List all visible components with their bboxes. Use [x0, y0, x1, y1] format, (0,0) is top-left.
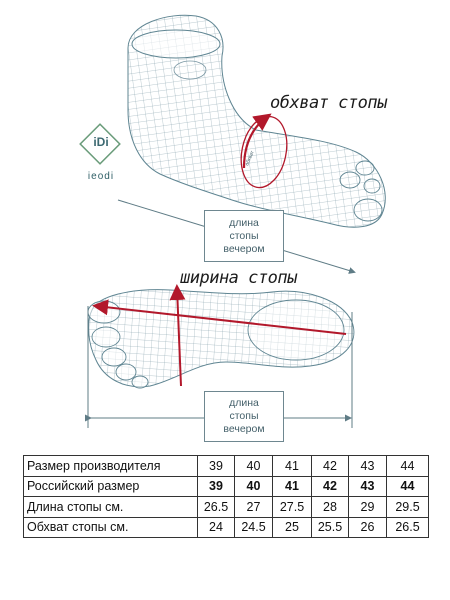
table-cell: 44 [386, 455, 429, 477]
table-cell: 39 [197, 455, 235, 477]
row-label: Размер производителя [23, 455, 198, 477]
box-bottom-line-2: стопы [229, 410, 259, 422]
ankle-inner [173, 60, 207, 80]
table-cell: 44 [386, 475, 429, 497]
table-row: Обхват стопы см. 24 24.5 25 25.5 26 26.5 [23, 516, 429, 538]
table-cell: 24 [197, 516, 235, 538]
row-label: Российский размер [23, 475, 198, 497]
length-dimension-bottom [85, 306, 353, 428]
heel-pad [247, 299, 345, 361]
table-cell: 26 [348, 516, 387, 538]
table-cell: 42 [311, 475, 349, 497]
box-bottom-line-1: длина [229, 397, 259, 409]
table-cell: 27.5 [272, 496, 312, 518]
foot-length-box-bottom: длина стопы вечером [204, 391, 284, 442]
sole-length-arrow [92, 299, 347, 335]
table-cell: 27 [234, 496, 273, 518]
girth-arrow [242, 113, 272, 169]
table-cell: 28 [311, 496, 349, 518]
size-chart-table: Размер производителя 39 40 41 42 43 44 Р… [23, 455, 429, 538]
table-cell: 41 [272, 455, 312, 477]
row-label: Обхват стопы см. [23, 516, 198, 538]
table-row: Российский размер 39 40 41 42 43 44 [23, 475, 429, 497]
table-cell: 42 [311, 455, 349, 477]
foot-side-view: обхват [117, 14, 386, 274]
table-cell: 39 [197, 475, 235, 497]
foot-side-shape [127, 14, 386, 228]
logo-block: iDi ieodi [78, 127, 124, 189]
box-top-line-1: длина [229, 216, 259, 229]
table-cell: 41 [272, 475, 312, 497]
table-cell: 43 [348, 475, 387, 497]
table-row: Размер производителя 39 40 41 42 43 44 [23, 455, 429, 477]
toe-outlines [339, 160, 383, 222]
logo-mark-text: iDi [93, 135, 109, 149]
foot-girth-label: обхват стопы [270, 93, 387, 113]
ankle-opening [131, 29, 221, 59]
table-cell: 26.5 [386, 516, 429, 538]
girth-small-label: обхват [244, 149, 256, 166]
table-row: Длина стопы см. 26.5 27 27.5 28 29 29.5 [23, 496, 429, 518]
table-cell: 25.5 [311, 516, 349, 538]
table-cell: 24.5 [234, 516, 273, 538]
logo-mark: iDi [86, 127, 116, 157]
table-cell: 40 [234, 475, 273, 497]
foot-sole-shape [88, 289, 355, 388]
brand-logo [79, 123, 121, 165]
foot-sole-view [85, 284, 355, 428]
box-bottom-line-3: вечером [223, 423, 265, 435]
box-top-line-3: вечером [223, 242, 265, 255]
foot-width-label: ширина стопы [180, 268, 297, 288]
row-label: Длина стопы см. [23, 496, 198, 518]
box-top-line-2: стопы [229, 229, 259, 242]
logo-wordmark: ieodi [87, 171, 115, 182]
table-cell: 29 [348, 496, 387, 518]
table-cell: 29.5 [386, 496, 429, 518]
table-cell: 43 [348, 455, 387, 477]
foot-length-box-top: длина стопы вечером [204, 210, 284, 262]
table-cell: 40 [234, 455, 273, 477]
table-cell: 26.5 [197, 496, 235, 518]
table-cell: 25 [272, 516, 312, 538]
sole-width-arrow [169, 284, 186, 387]
